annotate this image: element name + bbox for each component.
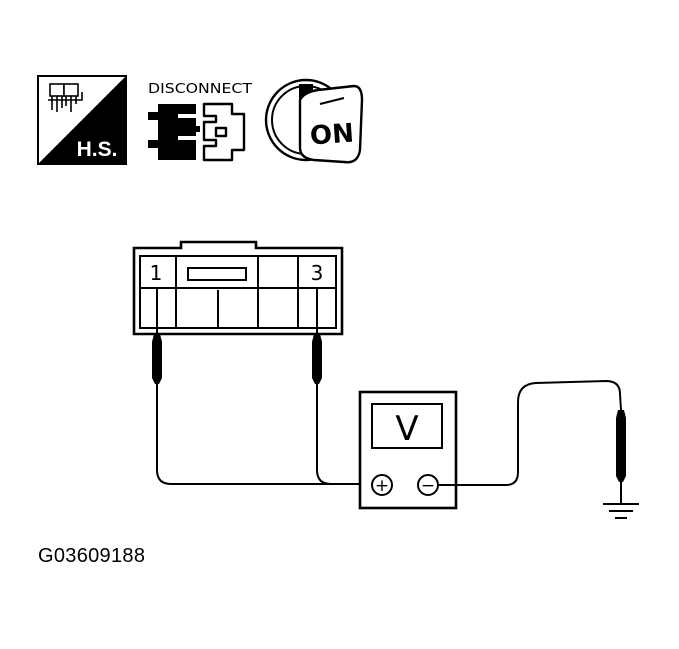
probe-lead-terminal-1 (152, 287, 370, 485)
harness-connector (132, 240, 344, 336)
meter-positive-symbol: + (375, 476, 389, 496)
meter-positive-terminal (371, 474, 393, 496)
ground-probe-lead (438, 379, 626, 504)
voltmeter: V + − (358, 390, 458, 510)
harness-side-label: H.S. (77, 138, 118, 161)
meter-negative-symbol: − (421, 476, 435, 496)
terminal-3-label: 3 (311, 261, 324, 285)
voltmeter-symbol: V (395, 409, 418, 449)
harness-side-icon: H.S. (37, 75, 127, 165)
probe-lead-terminal-3 (312, 287, 332, 485)
ground-symbol (603, 503, 639, 519)
figure-id: G03609188 (38, 545, 146, 567)
connector-disconnect-icon: DISCONNECT (148, 82, 252, 162)
ignition-key-on-icon: ON (264, 78, 364, 164)
disconnect-label: DISCONNECT (148, 82, 252, 97)
terminal-1-label: 1 (150, 261, 163, 285)
ignition-on-label: ON (309, 119, 355, 152)
